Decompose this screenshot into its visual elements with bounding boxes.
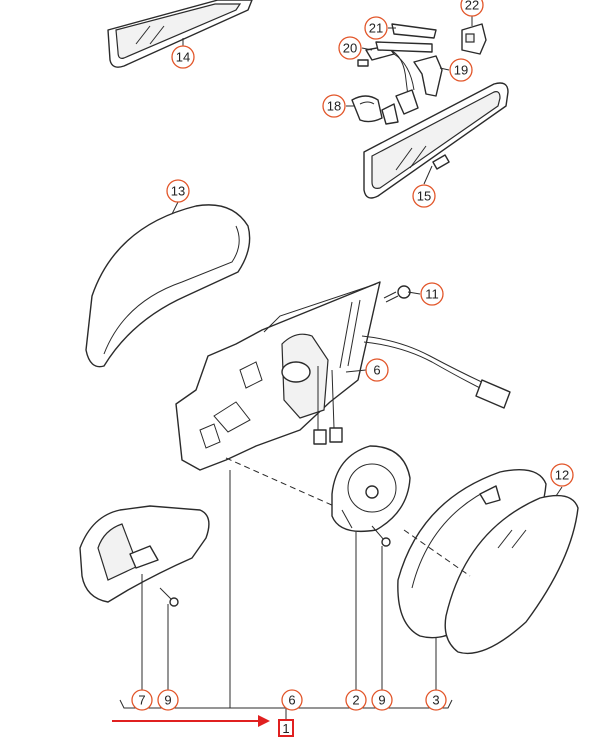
svg-text:9: 9 xyxy=(378,693,385,708)
wiring-connector-20 xyxy=(357,45,415,97)
svg-text:12: 12 xyxy=(555,468,569,483)
cover-strip-21 xyxy=(375,23,437,53)
screw-11 xyxy=(383,285,411,303)
housing-cap-13 xyxy=(85,204,251,368)
bracket-parts-cluster xyxy=(381,89,419,125)
callout-6-bottom[interactable]: 6 xyxy=(281,689,303,711)
svg-text:19: 19 xyxy=(454,63,468,78)
svg-text:9: 9 xyxy=(164,693,171,708)
svg-text:20: 20 xyxy=(343,41,357,56)
callout-18[interactable]: 18 xyxy=(322,94,346,118)
callout-21[interactable]: 21 xyxy=(364,16,388,40)
svg-text:3: 3 xyxy=(432,693,439,708)
mirror-base-frame-6 xyxy=(175,281,511,471)
callout-6-top[interactable]: 6 xyxy=(365,358,389,382)
rearview-mirror-15 xyxy=(363,82,509,199)
svg-text:21: 21 xyxy=(369,21,383,36)
adjustment-motor-2 xyxy=(331,445,411,533)
bracket-22 xyxy=(461,23,487,55)
callout-3[interactable]: 3 xyxy=(425,689,447,711)
callout-22[interactable]: 22 xyxy=(460,0,484,17)
svg-text:7: 7 xyxy=(138,693,145,708)
callout-15[interactable]: 15 xyxy=(412,184,436,208)
mirror-trim-19 xyxy=(413,55,443,97)
lower-housing-7 xyxy=(79,505,210,603)
callout-9-right[interactable]: 9 xyxy=(371,689,393,711)
callout-2[interactable]: 2 xyxy=(345,689,367,711)
assembly-number-1[interactable]: 1 xyxy=(278,719,294,737)
svg-text:22: 22 xyxy=(465,0,479,13)
mirror-glass-12 xyxy=(444,494,579,654)
callout-7[interactable]: 7 xyxy=(131,689,153,711)
svg-text:1: 1 xyxy=(282,721,289,736)
svg-text:6: 6 xyxy=(373,363,380,378)
screw-9-left xyxy=(159,587,179,607)
svg-text:2: 2 xyxy=(352,693,359,708)
svg-text:14: 14 xyxy=(176,50,190,65)
svg-text:11: 11 xyxy=(425,287,439,302)
callout-12[interactable]: 12 xyxy=(550,463,574,487)
rearview-mirror-14 xyxy=(107,0,253,68)
svg-text:6: 6 xyxy=(288,693,295,708)
svg-text:13: 13 xyxy=(171,184,185,199)
callout-20[interactable]: 20 xyxy=(338,36,362,60)
callout-13[interactable]: 13 xyxy=(166,179,190,203)
screw-9-right xyxy=(371,525,391,547)
pointer-arrow xyxy=(112,715,270,727)
callout-9-left[interactable]: 9 xyxy=(157,689,179,711)
svg-text:15: 15 xyxy=(417,189,431,204)
callout-14[interactable]: 14 xyxy=(171,45,195,69)
callout-19[interactable]: 19 xyxy=(449,58,473,82)
svg-text:18: 18 xyxy=(327,99,341,114)
callout-11[interactable]: 11 xyxy=(420,282,444,306)
mirror-mount-cover-18 xyxy=(351,95,383,123)
